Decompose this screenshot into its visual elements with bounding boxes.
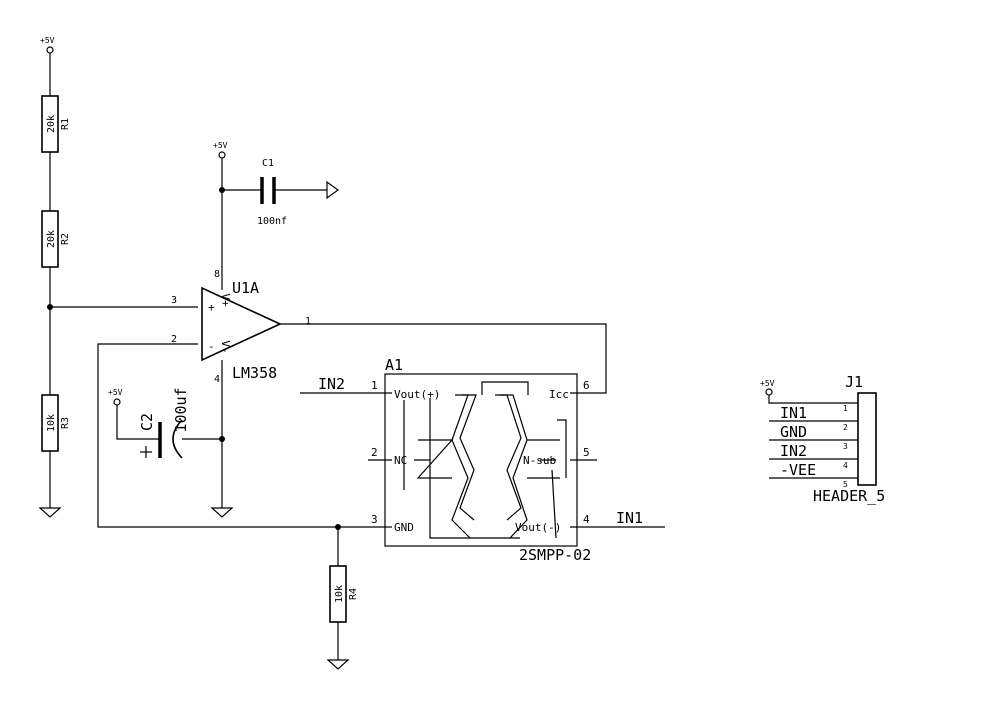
r3-value: 10k <box>46 414 57 432</box>
header-net-label: GND <box>780 423 807 441</box>
power-label: +5V <box>213 141 228 150</box>
resistor-r2: 20k R2 <box>41 210 71 268</box>
r1-value: 20k <box>46 115 57 133</box>
j1-value: HEADER_5 <box>813 487 885 505</box>
minus-sign: - <box>208 340 215 353</box>
pin-number: 3 <box>171 295 177 306</box>
pin-number: 1 <box>843 404 848 413</box>
capacitor-c1: C1 100nf <box>257 158 287 227</box>
wire <box>280 323 607 394</box>
pin-number: 4 <box>843 461 848 470</box>
wire <box>768 395 858 404</box>
pin-name: GND <box>394 521 414 534</box>
power-label: +5V <box>760 379 775 388</box>
pin-number: 8 <box>214 269 220 280</box>
c1-ref: C1 <box>262 158 274 169</box>
resistor-r4: 10k R4 <box>329 565 359 623</box>
u1-value: LM358 <box>232 364 277 382</box>
header-net-label: -VEE <box>780 461 816 479</box>
pin-number: 2 <box>171 334 177 345</box>
pin-number: 6 <box>583 379 590 392</box>
pin-number: 2 <box>371 446 378 459</box>
pin-number: 3 <box>371 513 378 526</box>
r2-ref: R2 <box>60 233 71 245</box>
sensor-internal-line <box>557 419 567 478</box>
pin-name: N-sub <box>523 454 556 467</box>
wire <box>116 405 160 440</box>
pin-name: Vout(-) <box>515 521 561 534</box>
net-label-in2: IN2 <box>318 375 345 393</box>
power-label: +5V <box>40 36 55 45</box>
power-port-vcc-c2: +5V <box>108 388 123 406</box>
sensor-bridge-graphic <box>414 394 556 521</box>
pin-number: 3 <box>843 442 848 451</box>
header-net-label: IN1 <box>780 404 807 422</box>
pin-number: 4 <box>583 513 590 526</box>
vplus-label: V+ <box>219 293 232 307</box>
pin-number: 1 <box>305 316 311 327</box>
r4-value: 10k <box>334 585 345 603</box>
sensor-internal-line <box>429 398 520 539</box>
resistor-r3: 10k R3 <box>41 394 71 452</box>
sensor-internal-line <box>481 381 529 395</box>
sensor-bridge-graphic <box>416 394 560 539</box>
u1-ref: U1A <box>232 279 259 297</box>
capacitor-c2: C2 100uf <box>138 387 190 459</box>
ground-symbol <box>326 659 350 670</box>
j1-ref: J1 <box>845 373 863 391</box>
a1-ref: A1 <box>385 356 403 374</box>
power-port-vcc-opamp: +5V <box>213 141 228 159</box>
resistor-r1: 20k R1 <box>41 95 71 153</box>
opamp-u1a: + - V+ V- U1A LM358 8 3 2 1 4 <box>171 269 311 385</box>
header-j1: +5V J1 HEADER_5 1 2 3 4 5 IN1 GND IN2 -V… <box>760 373 885 505</box>
ground-symbol <box>326 180 340 200</box>
pin-number: 1 <box>371 379 378 392</box>
power-port-vcc-j1: +5V <box>760 379 775 396</box>
net-label-in1: IN1 <box>616 509 643 527</box>
r2-value: 20k <box>46 230 57 248</box>
r3-ref: R3 <box>60 417 71 429</box>
header-net-label: IN2 <box>780 442 807 460</box>
vminus-label: V- <box>219 340 232 353</box>
c2-ref: C2 <box>138 413 156 431</box>
pin-name: Vout(+) <box>394 388 440 401</box>
a1-value: 2SMPP-02 <box>519 546 591 564</box>
power-port-vcc-left: +5V <box>40 36 55 54</box>
header-body <box>857 392 877 486</box>
wire <box>97 343 385 528</box>
c2-value: 100uf <box>172 387 190 432</box>
ground-symbol <box>210 507 234 518</box>
pin-number: 5 <box>583 446 590 459</box>
r4-ref: R4 <box>348 588 359 600</box>
ground-symbol <box>38 507 62 518</box>
pin-name: Icc <box>549 388 569 401</box>
pin-name: NC <box>394 454 407 467</box>
pin-number: 2 <box>843 423 848 432</box>
pin-number: 5 <box>843 480 848 489</box>
power-label: +5V <box>108 388 123 397</box>
c1-value: 100nf <box>257 216 287 227</box>
sensor-internal-line <box>551 469 557 539</box>
plus-sign: + <box>208 301 215 314</box>
pin-number: 4 <box>214 374 220 385</box>
r1-ref: R1 <box>60 118 71 130</box>
sensor-a1: A1 2SMPP-02 1 2 3 4 5 6 Vout(+) NC GND V… <box>300 356 665 564</box>
